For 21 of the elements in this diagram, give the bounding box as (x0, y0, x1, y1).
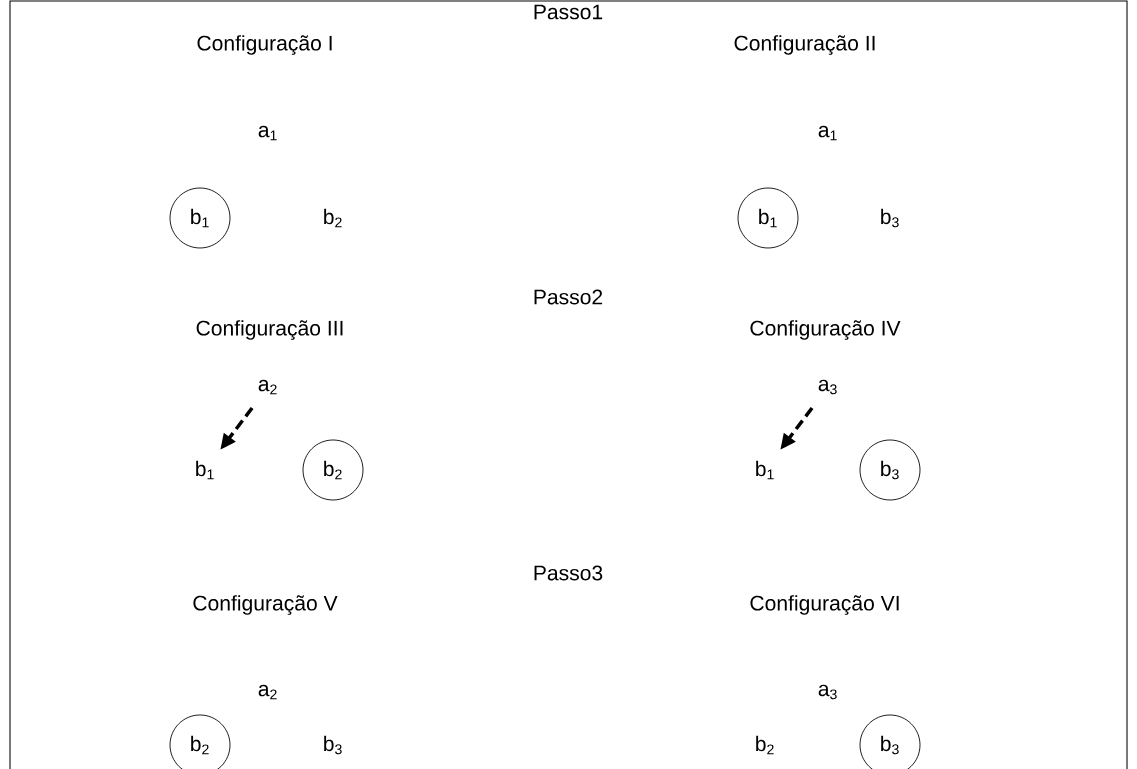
configuration-title: Configuração III (196, 320, 343, 340)
symbol: b$_{3}$ (324, 735, 342, 755)
symbol: a$_{1}$ (818, 125, 837, 141)
symbol: a$_{1}$ (258, 125, 277, 141)
symbol: b$_{1}$ (756, 460, 774, 480)
step-heading: Passo2 (534, 289, 603, 305)
symbol: a$_{2}$ (258, 379, 277, 395)
symbol: b$_{1}$ (196, 460, 214, 480)
symbol: b$_{2}$ (756, 735, 774, 755)
step-heading: Passo1 (534, 4, 603, 20)
configuration-title: Configuração IV (750, 320, 901, 340)
symbol: a$_{2}$ (258, 684, 277, 700)
configuration-title: Configuração I (197, 35, 332, 55)
configuration-title: Configuração II (734, 35, 875, 55)
symbol: b$_{3}$ (881, 208, 899, 228)
step-heading: Passo3 (534, 565, 603, 581)
configuration-title: Configuração V (193, 595, 338, 615)
symbol: b$_{2}$ (324, 208, 342, 228)
symbol: a$_{3}$ (818, 379, 837, 395)
configuration-title: Configuração VI (750, 595, 899, 615)
symbol: a$_{3}$ (818, 684, 837, 700)
